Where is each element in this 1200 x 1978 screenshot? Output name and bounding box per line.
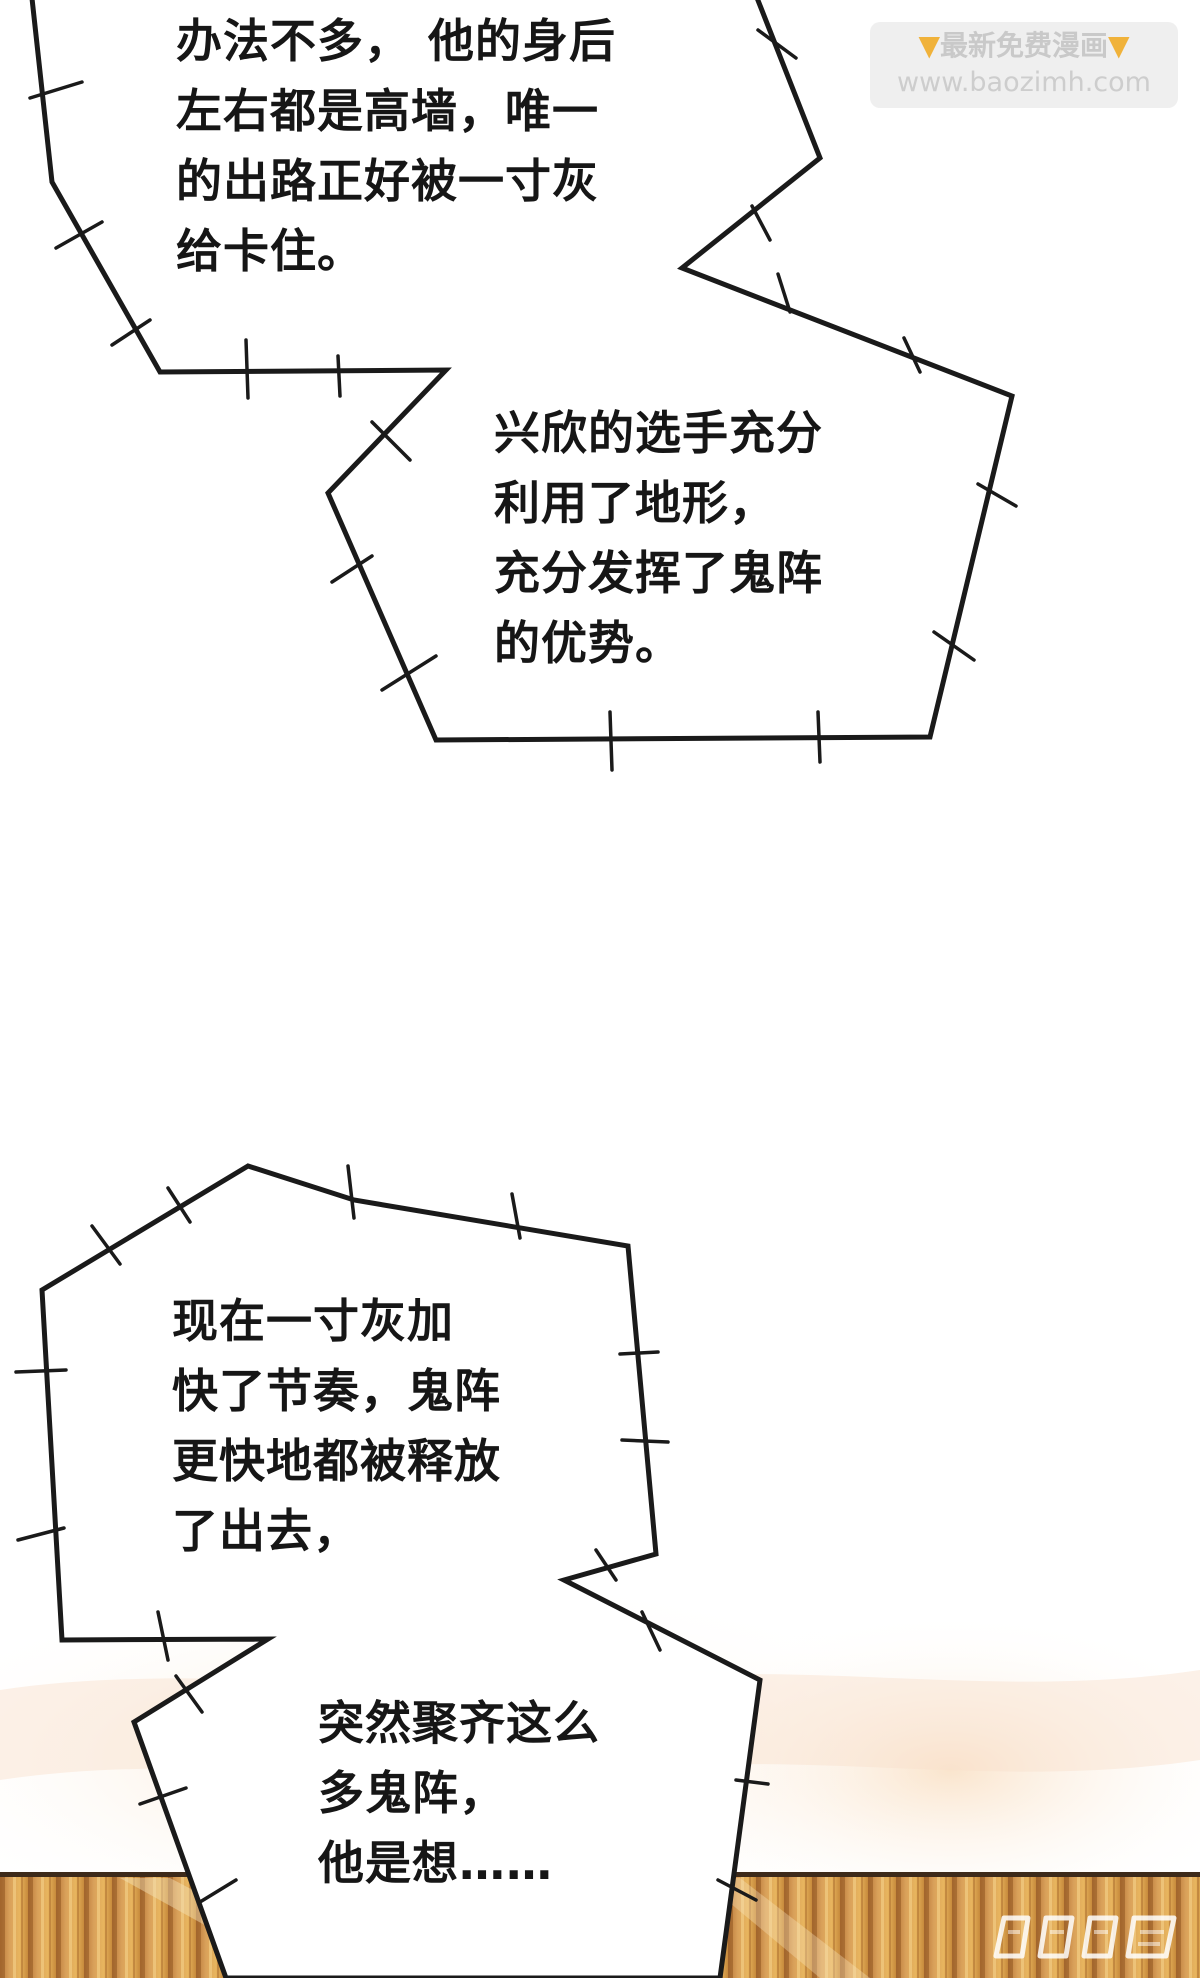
caption-line: 现在一寸灰加 — [172, 1294, 454, 1348]
caption-line: 多鬼阵， — [318, 1766, 506, 1820]
watermark-title: 最新免费漫画 — [939, 29, 1108, 62]
speech-bubble-2-text-a: 现在一寸灰加 快了节奏，鬼阵 更快地都被释放 了出去， — [172, 1286, 501, 1566]
studio-logo-icon — [993, 1915, 1177, 1959]
caption-line: 更快地都被释放 — [172, 1434, 501, 1488]
caption-line: 了出去， — [172, 1504, 360, 1558]
caption-line: 兴欣的选手充分 — [494, 406, 823, 460]
speech-bubble-2 — [14, 1163, 770, 1978]
caption-line: 给卡住。 — [176, 224, 364, 278]
caption-line: 快了节奏，鬼阵 — [172, 1364, 501, 1418]
speech-bubble-1 — [28, 0, 1018, 772]
speech-bubble-2-text-b: 突然聚齐这么 多鬼阵， 他是想…… — [318, 1688, 600, 1898]
speech-bubble-1-text-a: 办法不多， 他的身后 左右都是高墙，唯一 的出路正好被一寸灰 给卡住。 — [176, 6, 616, 286]
caption-line: 利用了地形， — [494, 476, 776, 530]
caption-line: 左右都是高墙，唯一 — [176, 84, 599, 138]
caption-line: 突然聚齐这么 — [318, 1696, 600, 1750]
caption-line: 他是想…… — [318, 1836, 553, 1890]
pointing-hand-icon: ▼ — [918, 29, 940, 62]
caption-line: 的优势。 — [494, 616, 682, 670]
watermark-url: www.baozimh.com — [897, 67, 1151, 98]
pointing-hand-icon: ▼ — [1108, 29, 1130, 62]
caption-line: 办法不多， 他的身后 — [176, 14, 617, 68]
site-watermark: ▼最新免费漫画▼ www.baozimh.com — [870, 22, 1178, 108]
caption-line: 充分发挥了鬼阵 — [494, 546, 823, 600]
speech-bubble-1-text-b: 兴欣的选手充分 利用了地形， 充分发挥了鬼阵 的优势。 — [494, 398, 823, 678]
caption-line: 的出路正好被一寸灰 — [176, 154, 599, 208]
